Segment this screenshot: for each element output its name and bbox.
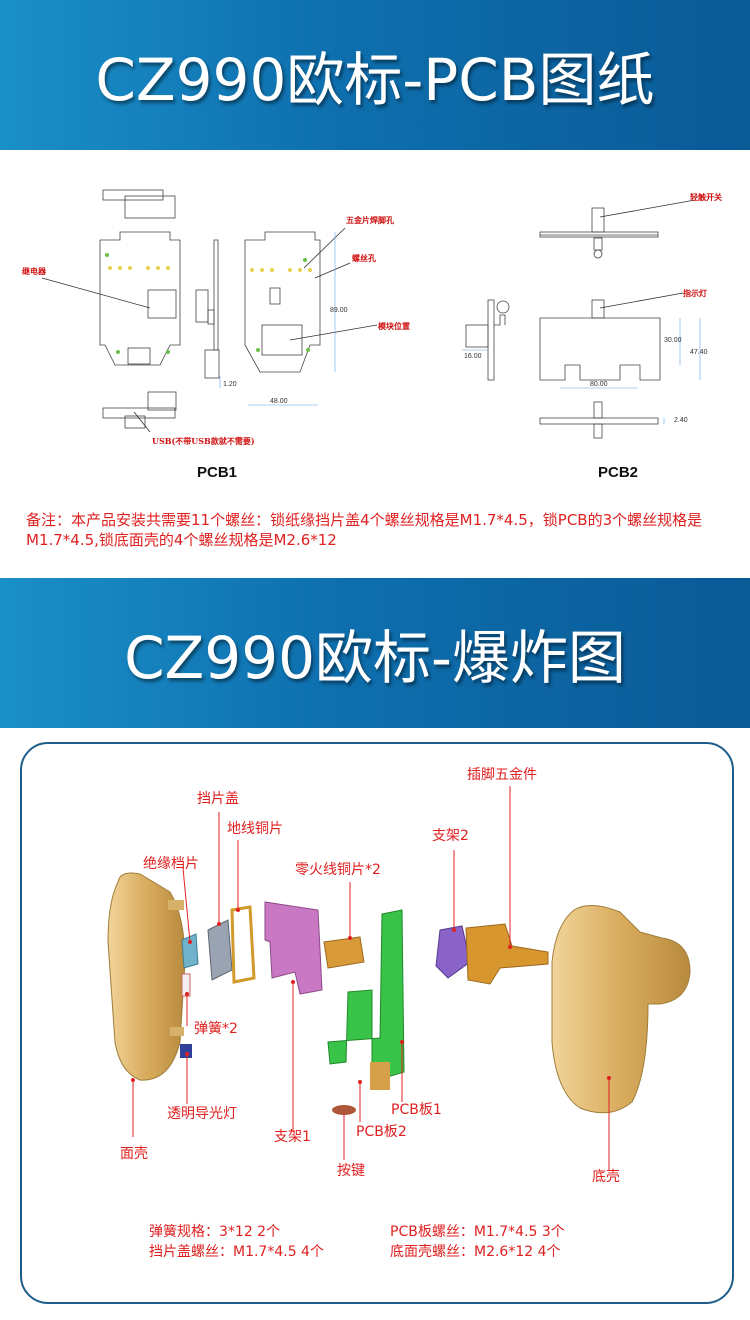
bottom-screw-spec: 底面壳螺丝：M2.6*12 4个 — [390, 1244, 561, 1260]
label-bracket2: 支架2 — [432, 828, 469, 844]
callout-tact-switch: 轻触开关 — [690, 192, 722, 202]
bracket2-part — [435, 925, 471, 979]
baffle-cover-part — [207, 919, 233, 981]
pcb-banner-title: CZ990欧标-PCB图纸 — [95, 46, 655, 114]
label-spring: 弹簧*2 — [194, 1021, 238, 1037]
label-baffle-cover: 挡片盖 — [197, 791, 239, 807]
face-shell-part — [107, 872, 186, 1081]
pcb-drawing-area: 继电器 五金片焊脚孔 螺丝孔 模块位置 USB(不带USB款就不需要) 轻触开关… — [0, 150, 750, 495]
label-plug-metal: 插脚五金件 — [467, 767, 537, 783]
ground-copper-part — [230, 905, 256, 984]
dim-30: 30.00 — [664, 337, 682, 344]
callout-five-metal-hole: 五金片焊脚孔 — [346, 215, 394, 225]
plug-metal-part — [465, 923, 549, 985]
insulation-plate-part — [181, 933, 199, 969]
label-neutral-live-copper: 零火线铜片*2 — [295, 862, 381, 878]
label-pcb-board1: PCB板1 — [391, 1102, 442, 1118]
dim-80: 80.00 — [590, 381, 608, 388]
neutral-live-copper-part — [323, 936, 365, 969]
label-face-shell: 面壳 — [120, 1146, 148, 1162]
label-pcb-board2: PCB板2 — [356, 1124, 407, 1140]
callout-module-position: 模块位置 — [378, 321, 410, 331]
explode-banner-title: CZ990欧标-爆炸图 — [124, 624, 626, 692]
dim-2-40: 2.40 — [674, 417, 688, 424]
dim-48: 48.00 — [270, 398, 288, 405]
dim-1-20: 1.20 — [223, 381, 237, 388]
exploded-view-banner: CZ990欧标-爆炸图 — [0, 578, 750, 728]
label-button: 按键 — [337, 1163, 365, 1179]
installation-note: 备注：本产品安装共需要11个螺丝：锁纸缘挡片盖4个螺丝规格是M1.7*4.5，锁… — [26, 511, 703, 549]
pcb2-label: PCB2 — [598, 464, 639, 481]
pcb-drawing-banner: CZ990欧标-PCB图纸 — [0, 0, 750, 150]
light-guide-part — [180, 1044, 192, 1058]
label-ground-copper: 地线铜片 — [227, 821, 283, 837]
callout-screw-hole: 螺丝孔 — [352, 253, 376, 263]
exploded-view-drawing — [107, 786, 691, 1170]
label-insulation-plate: 绝缘档片 — [143, 856, 199, 872]
baffle-screw-spec: 挡片盖螺丝：M1.7*4.5 4个 — [149, 1244, 324, 1260]
callout-relay: 继电器 — [22, 266, 47, 276]
spring-spec: 弹簧规格：3*12 2个 — [149, 1224, 281, 1240]
pcb1-part — [327, 909, 405, 1079]
bottom-shell-part — [551, 905, 691, 1114]
pcb-line-drawing: 继电器 五金片焊脚孔 螺丝孔 模块位置 USB(不带USB款就不需要) 轻触开关… — [22, 189, 722, 446]
callout-usb: USB(不带USB款就不需要) — [152, 436, 255, 446]
dim-16: 16.00 — [464, 353, 482, 360]
label-bottom-shell: 底壳 — [592, 1169, 620, 1185]
bracket1-part — [264, 901, 323, 995]
label-bracket1: 支架1 — [274, 1129, 311, 1145]
dim-47-40: 47.40 — [690, 349, 708, 356]
pcb1-label: PCB1 — [197, 464, 238, 481]
label-light-guide: 透明导光灯 — [167, 1106, 237, 1122]
pcb-screw-spec: PCB板螺丝：M1.7*4.5 3个 — [390, 1224, 565, 1240]
dim-89: 89.00 — [330, 307, 348, 314]
callout-indicator: 指示灯 — [683, 288, 707, 298]
button-part — [332, 1105, 356, 1115]
